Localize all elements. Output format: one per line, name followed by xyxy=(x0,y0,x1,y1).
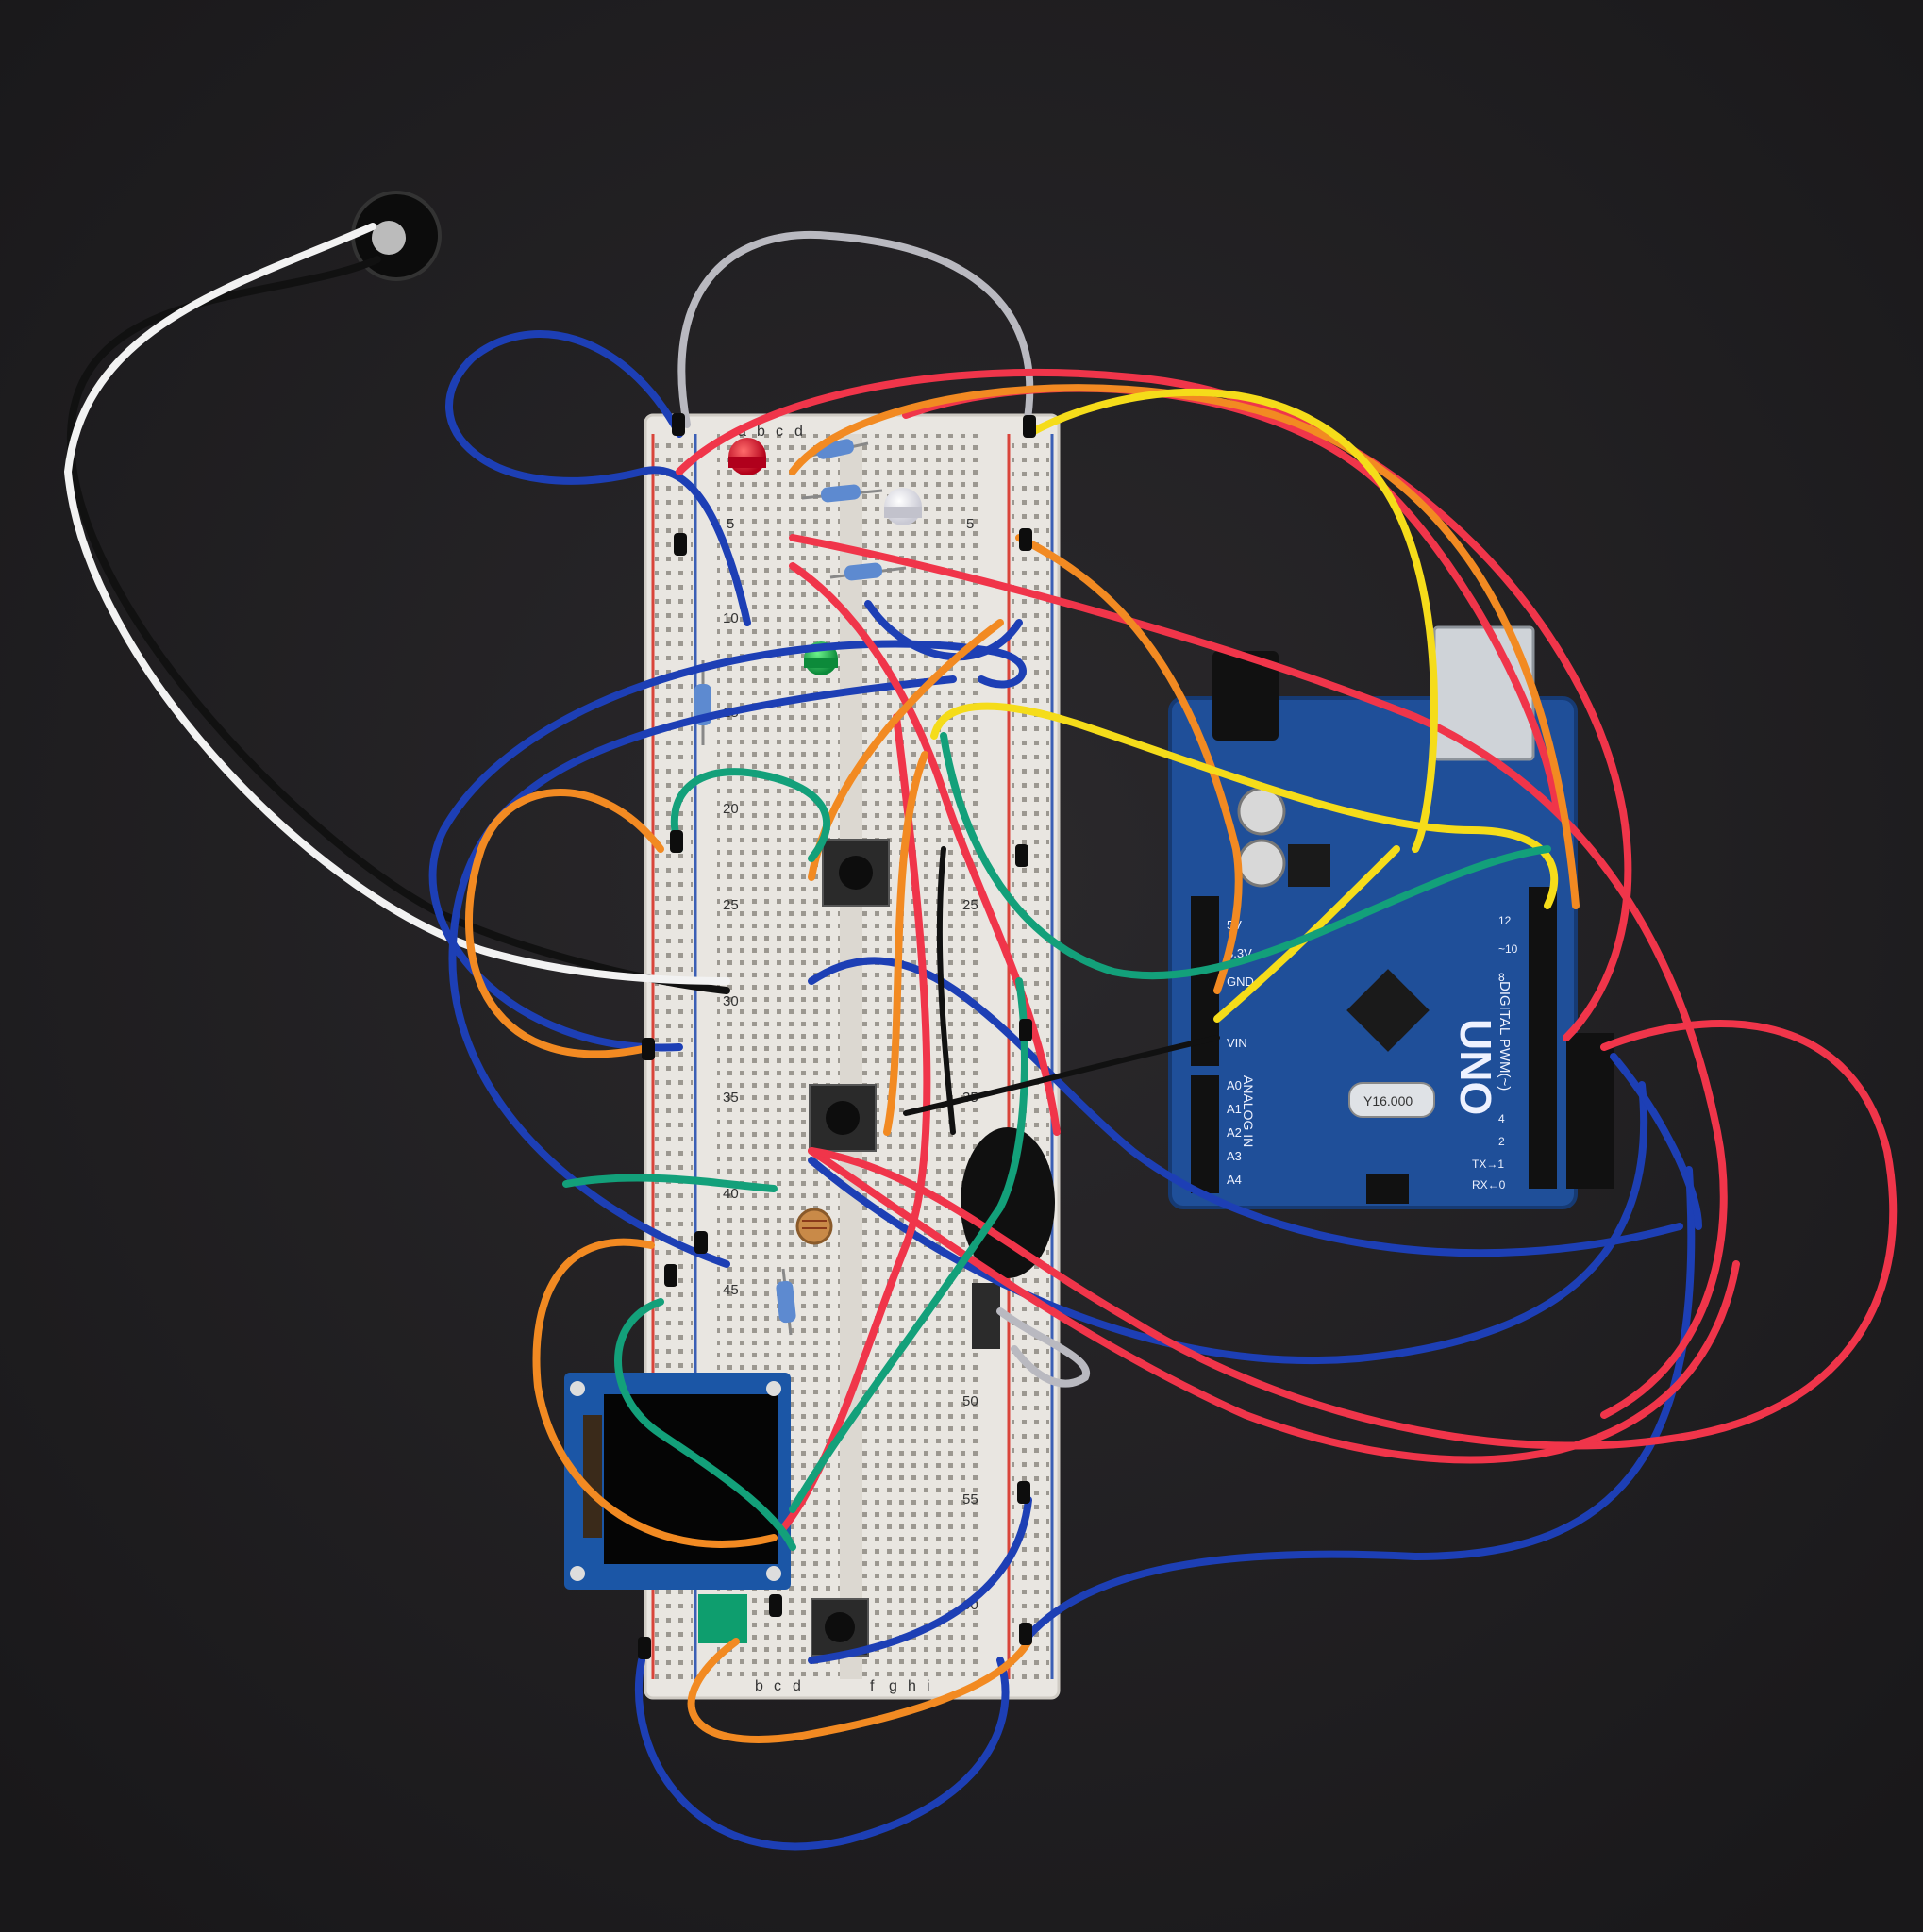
col-label-bottom-d: d xyxy=(793,1678,801,1694)
svg-text:~10: ~10 xyxy=(1498,942,1518,956)
dc-jack xyxy=(1212,651,1279,741)
usb-chip xyxy=(1288,844,1330,887)
col-label-bottom-g: g xyxy=(889,1678,897,1694)
col-label-d: d xyxy=(794,424,803,440)
svg-text:A3: A3 xyxy=(1227,1149,1242,1163)
red-led xyxy=(728,438,766,475)
svg-text:2: 2 xyxy=(1498,1135,1505,1148)
wire-blue-bottom xyxy=(634,1657,1010,1851)
wire-white-mic xyxy=(63,223,730,985)
digital-label: DIGITAL PWM(~) xyxy=(1497,981,1513,1091)
atmega-chip xyxy=(1346,969,1430,1052)
wire-orange-3 xyxy=(532,1238,778,1548)
col-label-bottom-b: b xyxy=(755,1678,763,1694)
components xyxy=(351,191,1055,1657)
col-label-c: c xyxy=(776,424,783,440)
resistor-2 xyxy=(801,484,883,503)
analog-header xyxy=(1191,1075,1219,1193)
capacitor-1 xyxy=(1237,787,1286,836)
wire-blue-1 xyxy=(428,640,1027,1052)
wire-blue-bottom-2 xyxy=(808,1496,1032,1664)
arduino-uno: Y16.000 UNO DIGITAL PWM(~) ANALOG IN 5V … xyxy=(1168,625,1614,1209)
photoresistor xyxy=(795,1208,833,1245)
svg-text:10: 10 xyxy=(723,610,739,626)
wire-blue-top-loop xyxy=(445,330,751,626)
board-label: UNO xyxy=(1451,1019,1500,1115)
svg-text:5: 5 xyxy=(966,516,974,532)
svg-text:12: 12 xyxy=(1498,914,1512,927)
svg-text:5: 5 xyxy=(727,516,734,532)
wire-green-1 xyxy=(670,768,831,862)
col-label-b: b xyxy=(757,424,765,440)
wire-yellow-1 xyxy=(1025,388,1438,853)
svg-text:A0: A0 xyxy=(1227,1078,1242,1092)
svg-text:A4: A4 xyxy=(1227,1173,1242,1187)
col-label-bottom-c: c xyxy=(774,1678,781,1694)
wire-orange-6 xyxy=(1015,534,1243,994)
resistor-5 xyxy=(776,1268,796,1336)
wire-gray-lower xyxy=(996,1307,1091,1388)
svg-text:25: 25 xyxy=(723,897,739,913)
wire-orange-4 xyxy=(687,1638,1032,1743)
svg-text:GND: GND xyxy=(1227,974,1254,989)
svg-text:TX→1: TX→1 xyxy=(1472,1158,1504,1171)
svg-text:A1: A1 xyxy=(1227,1102,1242,1116)
wire-orange-1 xyxy=(789,384,1580,909)
male-header-cluster xyxy=(1566,1033,1614,1189)
svg-text:40: 40 xyxy=(723,1186,739,1202)
svg-text:30: 30 xyxy=(723,993,739,1009)
analog-pin-labels: A0 A1 A2 A3 A4 xyxy=(1227,1078,1242,1187)
wire-black-3 xyxy=(936,846,956,1135)
push-button-3[interactable] xyxy=(811,1598,869,1657)
crystal xyxy=(1348,1082,1435,1118)
wire-blue-right xyxy=(1610,1053,1702,1230)
resistor-3 xyxy=(829,562,907,581)
row-numbers-left: 5 10 15 20 25 30 35 40 45 xyxy=(723,516,739,1298)
svg-text:50: 50 xyxy=(962,1393,978,1409)
oled-display xyxy=(564,1373,791,1590)
svg-text:A2: A2 xyxy=(1227,1125,1242,1140)
push-button-1[interactable] xyxy=(822,839,890,907)
wire-green-3 xyxy=(562,1174,778,1192)
col-label-bottom-f: f xyxy=(870,1678,875,1694)
wire-blue-uno-edge xyxy=(864,600,1023,661)
digital-header xyxy=(1529,887,1557,1189)
digital-pin-labels: 12 ~10 8 4 2 TX→1 RX←0 xyxy=(1472,914,1518,1191)
svg-text:35: 35 xyxy=(723,1090,739,1106)
svg-text:RX←0: RX←0 xyxy=(1472,1178,1506,1191)
wire-yellow-2 xyxy=(930,702,1559,909)
wire-orange-7 xyxy=(883,751,928,1136)
wire-plugs xyxy=(638,413,1036,1659)
analog-label: ANALOG IN xyxy=(1241,1075,1256,1147)
icsp-header xyxy=(1366,1174,1409,1204)
svg-text:55: 55 xyxy=(962,1491,978,1507)
svg-text:45: 45 xyxy=(723,1282,739,1298)
capacitor-2 xyxy=(1237,839,1286,888)
wire-red-2 xyxy=(789,534,1728,1419)
crystal-label: Y16.000 xyxy=(1363,1093,1413,1108)
white-led xyxy=(884,488,922,525)
wire-orange-2 xyxy=(465,789,664,1058)
col-label-bottom-h: h xyxy=(908,1678,916,1694)
wire-gray-top xyxy=(677,231,1034,428)
wire-green-4 xyxy=(614,1298,796,1551)
breadboard-label-sticker xyxy=(698,1594,747,1643)
svg-text:4: 4 xyxy=(1498,1112,1505,1125)
push-button-2[interactable] xyxy=(809,1084,877,1152)
wire-blue-4 xyxy=(808,1081,1648,1365)
wire-red-4 xyxy=(808,1020,1898,1450)
svg-text:25: 25 xyxy=(962,897,978,913)
wire-red-3 xyxy=(808,1147,1740,1464)
wire-black-2 xyxy=(903,1035,1220,1116)
svg-text:8: 8 xyxy=(1498,971,1505,984)
svg-text:20: 20 xyxy=(723,801,739,817)
buzzer xyxy=(961,1127,1055,1349)
wire-green-2 xyxy=(940,732,1551,980)
wires xyxy=(63,223,1898,1851)
col-label-bottom-i: i xyxy=(927,1678,930,1694)
svg-text:VIN: VIN xyxy=(1227,1036,1247,1050)
wire-green-5 xyxy=(789,977,1028,1513)
